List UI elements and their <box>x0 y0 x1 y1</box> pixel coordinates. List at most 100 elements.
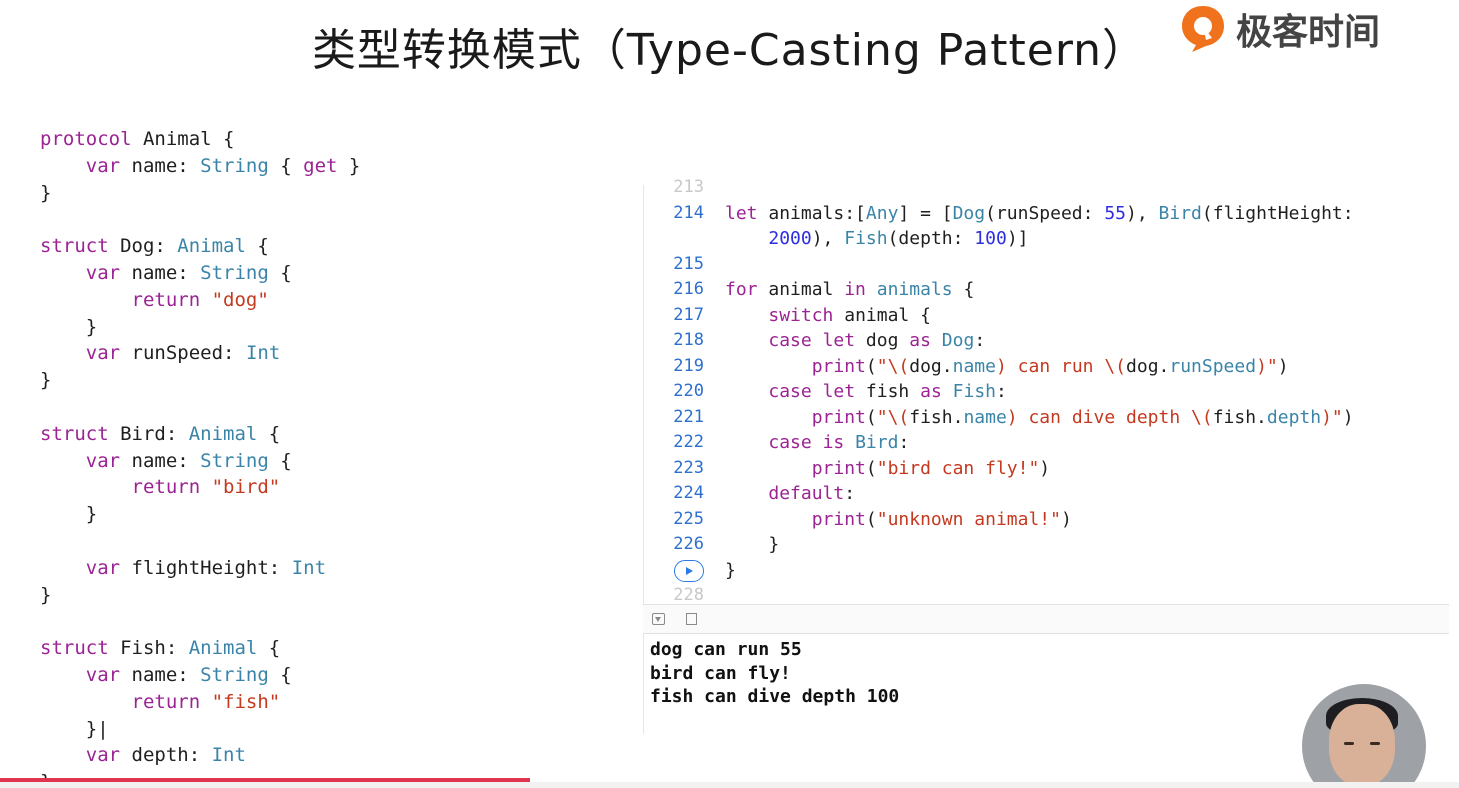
line-number: 225 <box>673 508 704 529</box>
editor-line: 216 for animal in animals { <box>644 279 1450 305</box>
code-token <box>200 289 211 311</box>
code-token <box>40 664 86 686</box>
code-token <box>725 407 812 428</box>
line-number: 216 <box>673 279 704 299</box>
code-token: fish <box>855 381 921 402</box>
code-token: ) <box>1039 457 1051 479</box>
editor-line: 218 case let dog as Dog: <box>644 330 1450 356</box>
code-token: is <box>822 432 845 453</box>
code-line <box>40 394 600 421</box>
line-code: case let fish as Fish: <box>725 381 1007 402</box>
run-playground-button[interactable] <box>674 559 704 582</box>
code-token: fish. <box>1212 406 1267 428</box>
code-line: } <box>40 582 600 609</box>
line-number: 217 <box>673 304 704 325</box>
code-token: name <box>952 355 996 377</box>
code-token: { <box>268 663 292 686</box>
editor-line: 222 case is Bird: <box>644 432 1450 458</box>
code-token: get <box>303 154 338 177</box>
code-token: ) can dive depth \( <box>1006 406 1213 428</box>
code-token: (depth: <box>887 228 975 249</box>
code-line <box>40 528 600 555</box>
code-token: let <box>822 330 856 351</box>
editor-line: 220 case let fish as Fish: <box>644 381 1450 407</box>
code-line: } <box>40 314 600 341</box>
code-token <box>725 432 768 453</box>
line-number: 218 <box>673 330 704 350</box>
code-token: case <box>768 381 812 402</box>
code-line: struct Dog: Animal { <box>40 233 600 260</box>
line-code: } <box>725 534 779 555</box>
code-token: Int <box>291 556 327 579</box>
code-token: { <box>268 261 292 284</box>
code-token: : <box>996 381 1007 402</box>
code-token <box>725 356 812 377</box>
code-token: return <box>131 476 201 499</box>
console-line: fish can dive depth 100 <box>650 686 900 707</box>
line-code: 2000), Fish(depth: 100)] <box>725 228 1028 249</box>
code-token: Dog: <box>108 235 178 258</box>
code-token: } <box>40 315 98 338</box>
code-token: name <box>963 406 1007 428</box>
line-code: print("unknown animal!") <box>725 509 1072 530</box>
editor-line: 215 <box>644 254 1450 280</box>
code-token: )" <box>1256 355 1278 377</box>
code-token: name: <box>120 261 201 284</box>
code-token: var <box>85 744 121 767</box>
console-toolbar <box>643 604 1449 634</box>
code-token <box>812 330 823 351</box>
code-token: ), <box>811 228 845 249</box>
code-token: flightHeight: <box>120 556 292 579</box>
code-token: ) <box>1060 508 1072 530</box>
console-line: bird can fly! <box>650 662 791 684</box>
line-number: 213 <box>673 177 704 197</box>
code-token: var <box>85 342 121 365</box>
line-code: switch animal { <box>725 305 931 326</box>
code-line: protocol Animal { <box>40 126 600 153</box>
code-token: switch <box>768 304 834 326</box>
code-line: var flightHeight: Int <box>40 555 600 582</box>
code-token <box>200 691 211 713</box>
code-token: name: <box>120 449 201 472</box>
video-progress-bar[interactable] <box>0 778 530 782</box>
code-token: ] = [ <box>898 202 953 224</box>
code-token: as <box>920 381 942 402</box>
line-code: for animal in animals { <box>725 279 974 300</box>
code-line: return "fish" <box>40 689 600 716</box>
code-token: runSpeed: <box>120 342 246 365</box>
code-token: Any <box>865 202 899 224</box>
editor-line: 226 } <box>644 534 1450 560</box>
code-token: 2000 <box>768 228 812 249</box>
code-token: depth: <box>120 744 212 767</box>
code-token: String <box>200 154 269 177</box>
code-line: var name: String { <box>40 662 600 689</box>
code-token: ( <box>865 406 877 428</box>
code-token: } <box>337 154 361 177</box>
code-token: "unknown animal!" <box>876 508 1061 530</box>
code-token: dog. <box>1126 355 1170 377</box>
hide-debug-area-icon[interactable] <box>652 613 665 625</box>
code-token: { <box>257 422 281 445</box>
code-token: String <box>200 261 269 284</box>
code-token <box>40 744 86 766</box>
code-token: { <box>952 279 975 300</box>
code-token: struct <box>40 422 109 445</box>
code-token: Animal <box>188 422 258 445</box>
code-token <box>725 228 768 249</box>
line-number: 220 <box>673 381 704 401</box>
code-token: : <box>898 432 910 453</box>
code-token: ), <box>1126 202 1159 224</box>
code-line: } <box>40 501 600 528</box>
slide-title: 类型转换模式（Type-Casting Pattern） <box>311 25 1148 76</box>
code-token: struct <box>40 235 109 258</box>
editor-line: 2000), Fish(depth: 100)] <box>644 228 1450 254</box>
code-line <box>40 608 600 635</box>
code-line: var name: String { <box>40 448 600 475</box>
code-token: "bird" <box>211 476 281 499</box>
code-token: { <box>245 235 269 258</box>
player-bottom-strip <box>0 782 1459 788</box>
clear-console-icon[interactable] <box>686 613 697 625</box>
code-token: (flightHeight: <box>1201 202 1354 224</box>
line-code: case let dog as Dog: <box>725 330 985 351</box>
